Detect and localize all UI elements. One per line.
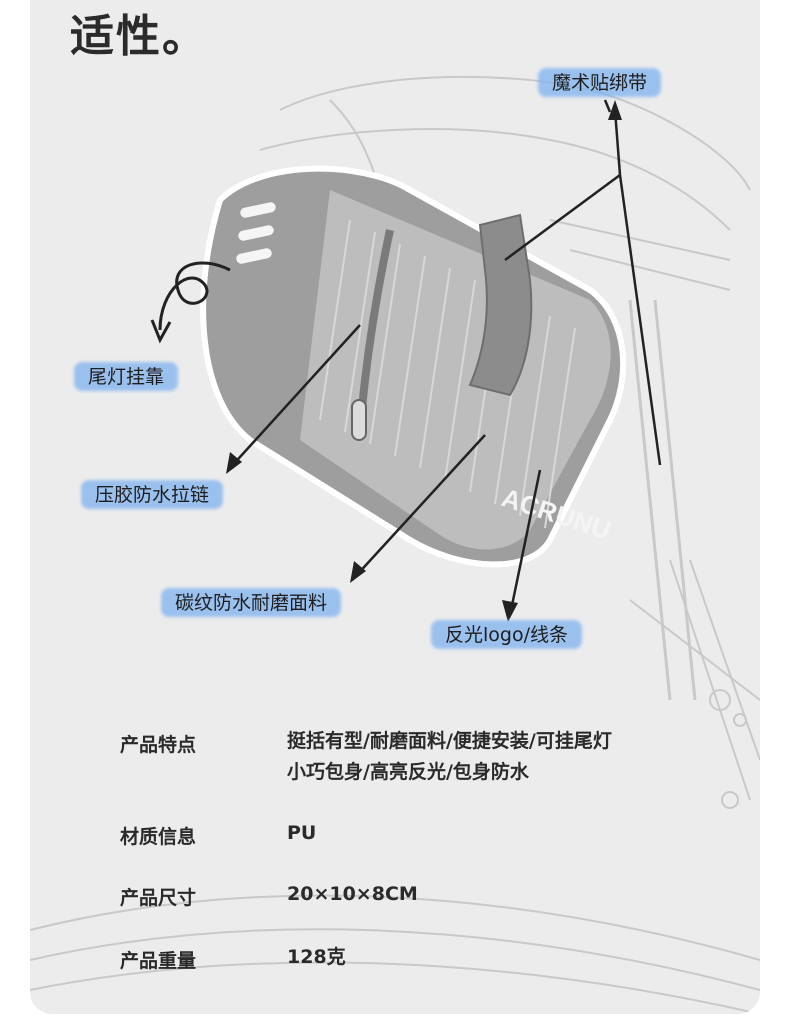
spec-label: 产品特点 xyxy=(120,734,197,756)
spec-value: 挺括有型/耐磨面料/便捷安装/可挂尾灯 小巧包身/高亮反光/包身防水 xyxy=(287,730,612,783)
taillight-arrow xyxy=(158,261,231,331)
saddle-bag xyxy=(200,165,627,568)
spec-label: 产品尺寸 xyxy=(120,887,197,909)
spec-value: 128克 xyxy=(287,946,346,968)
callout-velcro-strap: 魔术贴绑带 xyxy=(538,64,662,99)
leader-lines xyxy=(229,99,662,616)
arrow-heads xyxy=(226,100,622,622)
spec-value: PU xyxy=(287,822,317,844)
section-heading: 适性。 xyxy=(70,11,208,62)
callout-zipper: 压胶防水拉链 xyxy=(81,476,224,511)
product-card: 适性。 xyxy=(30,0,760,1014)
spec-label: 材质信息 xyxy=(120,826,197,848)
callout-taillight-mount: 尾灯挂靠 xyxy=(74,358,179,393)
spec-value: 20×10×8CM xyxy=(287,883,418,905)
callout-fabric: 碳纹防水耐磨面料 xyxy=(161,584,342,619)
spec-label: 产品重量 xyxy=(120,950,197,972)
callout-reflective: 反光logo/线条 xyxy=(431,616,582,651)
bike-illustration: ACRUNU xyxy=(30,75,760,1014)
